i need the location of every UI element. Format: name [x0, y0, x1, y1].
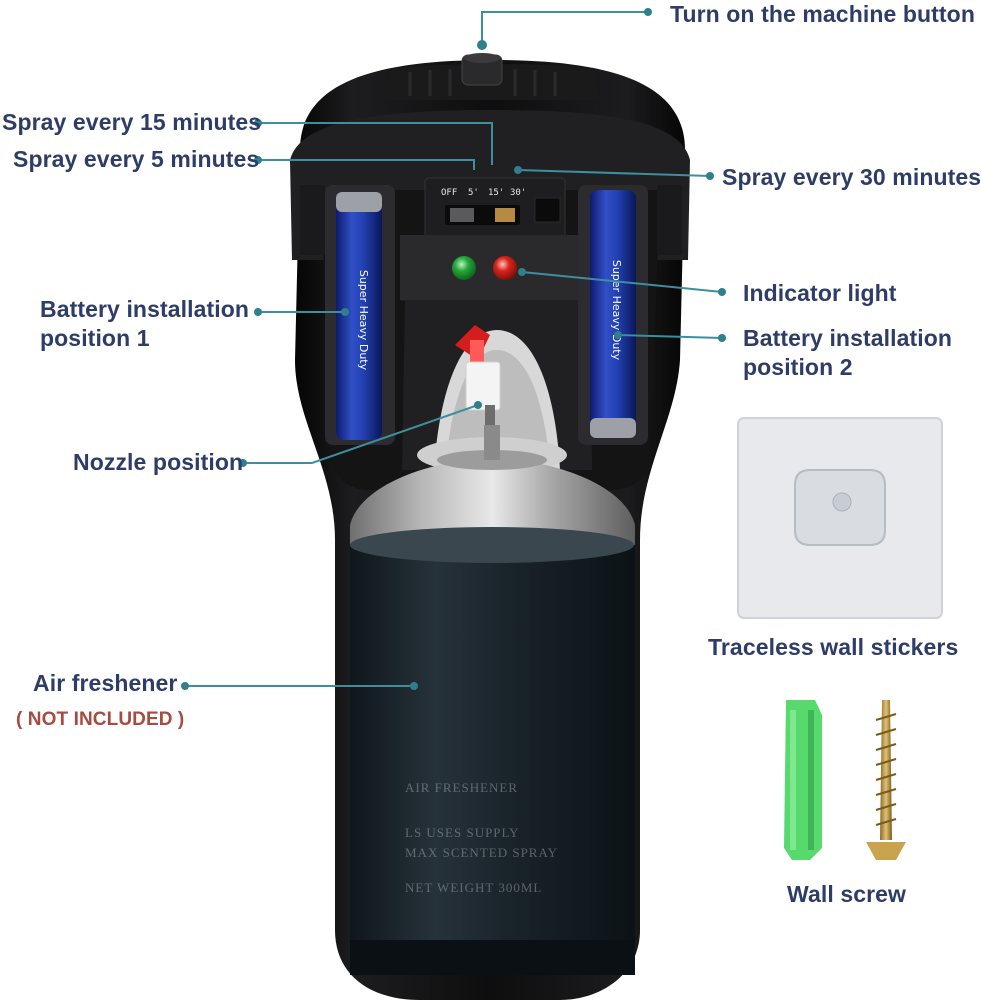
label-wall-stickers: Traceless wall stickers [708, 634, 959, 660]
air-freshener-can [350, 545, 635, 975]
switch-mark-30: 30' [510, 188, 527, 198]
label-power-button: Turn on the machine button [670, 1, 975, 27]
svg-text:Super Heavy Duty: Super Heavy Duty [357, 270, 370, 371]
led-red [493, 256, 517, 280]
label-not-included: ( NOT INCLUDED ) [16, 709, 185, 730]
wall-screw [866, 700, 906, 860]
switch-mark-15: 15' [488, 188, 505, 198]
label-battery-1-line2: position 1 [40, 325, 150, 351]
label-battery-2-line2: position 2 [743, 354, 853, 380]
can-text-3: MAX SCENTED SPRAY [405, 845, 559, 860]
can-text-1: AIR FRESHENER [405, 780, 519, 795]
label-battery-2-line1: Battery installation [743, 325, 953, 351]
led-green [452, 256, 476, 280]
svg-text:Super Heavy Duty: Super Heavy Duty [610, 260, 623, 361]
label-spray-15: Spray every 15 minutes [2, 109, 262, 135]
label-spray-5: Spray every 5 minutes [13, 146, 260, 172]
can-text-2: LS USES SUPPLY [405, 825, 520, 840]
can-text-4: NET WEIGHT 300ML [405, 880, 543, 895]
label-air-freshener: Air freshener [33, 670, 178, 696]
switch-mark-5: 5' [468, 188, 479, 198]
nozzle [465, 361, 501, 411]
switch-mark-off: OFF [441, 188, 458, 198]
label-spray-30: Spray every 30 minutes [722, 164, 981, 190]
label-wall-screw: Wall screw [787, 881, 907, 907]
wall-anchor [784, 700, 822, 860]
battery-2: Super Heavy Duty [578, 185, 648, 445]
label-battery-1-line1: Battery installation [40, 296, 250, 322]
timer-switch-slider [450, 208, 474, 222]
label-nozzle: Nozzle position [73, 449, 244, 475]
label-indicator-light: Indicator light [743, 280, 897, 306]
battery-1: Super Heavy Duty [325, 185, 395, 445]
